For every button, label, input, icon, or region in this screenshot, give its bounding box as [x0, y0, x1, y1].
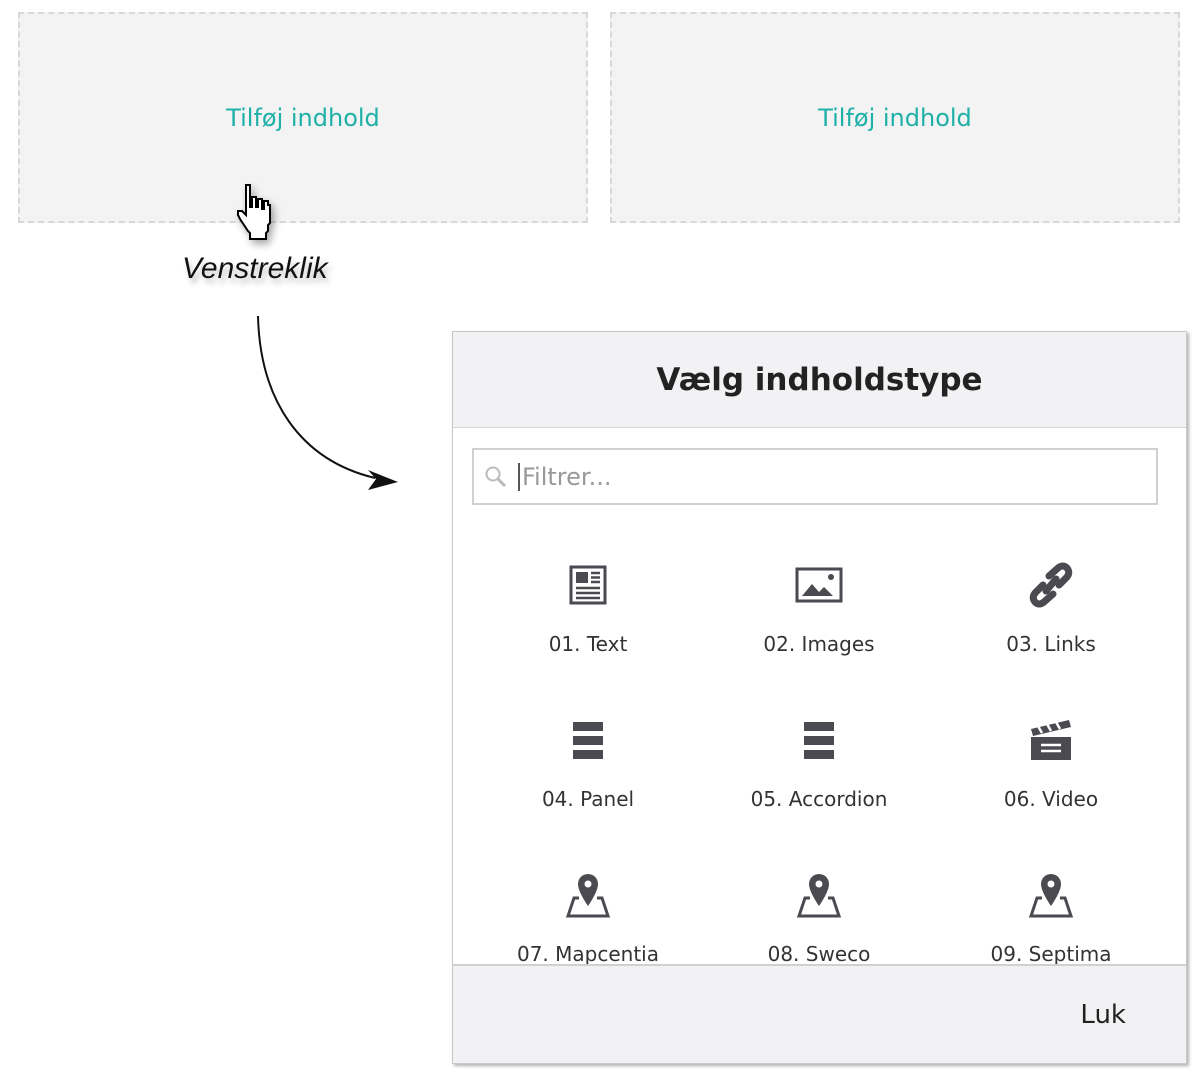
dialog-footer: Luk — [453, 964, 1186, 1063]
content-type-item[interactable]: 07. Mapcentia — [473, 870, 703, 964]
arrow-icon — [257, 315, 398, 490]
content-type-item[interactable]: 09. Septima — [936, 870, 1166, 964]
content-type-label: 07. Mapcentia — [516, 942, 659, 964]
content-type-item[interactable]: 06. Video — [936, 715, 1166, 811]
content-type-label: 06. Video — [1003, 787, 1099, 811]
filter-box — [472, 448, 1158, 505]
content-type-item[interactable]: 04. Panel — [473, 715, 703, 811]
add-content-label: Tilføj indhold — [818, 103, 972, 132]
dialog-title: Vælg indholdstype — [453, 332, 1186, 428]
accordion-icon — [704, 715, 934, 765]
filter-input[interactable] — [518, 462, 1118, 491]
content-type-label: 05. Accordion — [750, 787, 888, 811]
panel-icon — [473, 715, 703, 765]
content-type-item[interactable]: 01. Text — [473, 562, 703, 656]
content-type-item[interactable]: 08. Sweco — [704, 870, 934, 964]
search-icon — [485, 466, 507, 487]
content-type-item[interactable]: 03. Links — [936, 562, 1166, 656]
map-pin-icon — [473, 870, 703, 920]
content-type-dialog: Vælg indholdstype 01. Text 02. Images 03. … — [452, 331, 1187, 1064]
link-icon — [936, 562, 1166, 610]
content-type-label: 08. Sweco — [767, 942, 871, 964]
content-type-item[interactable]: 05. Accordion — [704, 715, 934, 811]
close-button[interactable]: Luk — [1080, 1000, 1126, 1030]
map-pin-icon — [936, 870, 1166, 920]
left-click-annotation: Venstreklik — [182, 252, 328, 285]
content-type-label: 01. Text — [548, 632, 628, 656]
hand-cursor-icon — [237, 184, 271, 240]
content-type-label: 02. Images — [763, 632, 875, 656]
content-type-grid: 01. Text 02. Images 03. Links 04. Panel 05. … — [453, 562, 1186, 964]
content-type-label: 09. Septima — [990, 942, 1112, 964]
article-icon — [473, 562, 703, 610]
video-icon — [936, 715, 1166, 765]
image-icon — [704, 562, 934, 610]
content-type-label: 04. Panel — [541, 787, 635, 811]
content-type-label: 03. Links — [1006, 632, 1096, 656]
add-content-label: Tilføj indhold — [226, 103, 380, 132]
add-content-slot-2[interactable]: Tilføj indhold — [610, 12, 1180, 223]
map-pin-icon — [704, 870, 934, 920]
add-content-slot-1[interactable]: Tilføj indhold — [18, 12, 588, 223]
content-type-item[interactable]: 02. Images — [704, 562, 934, 656]
